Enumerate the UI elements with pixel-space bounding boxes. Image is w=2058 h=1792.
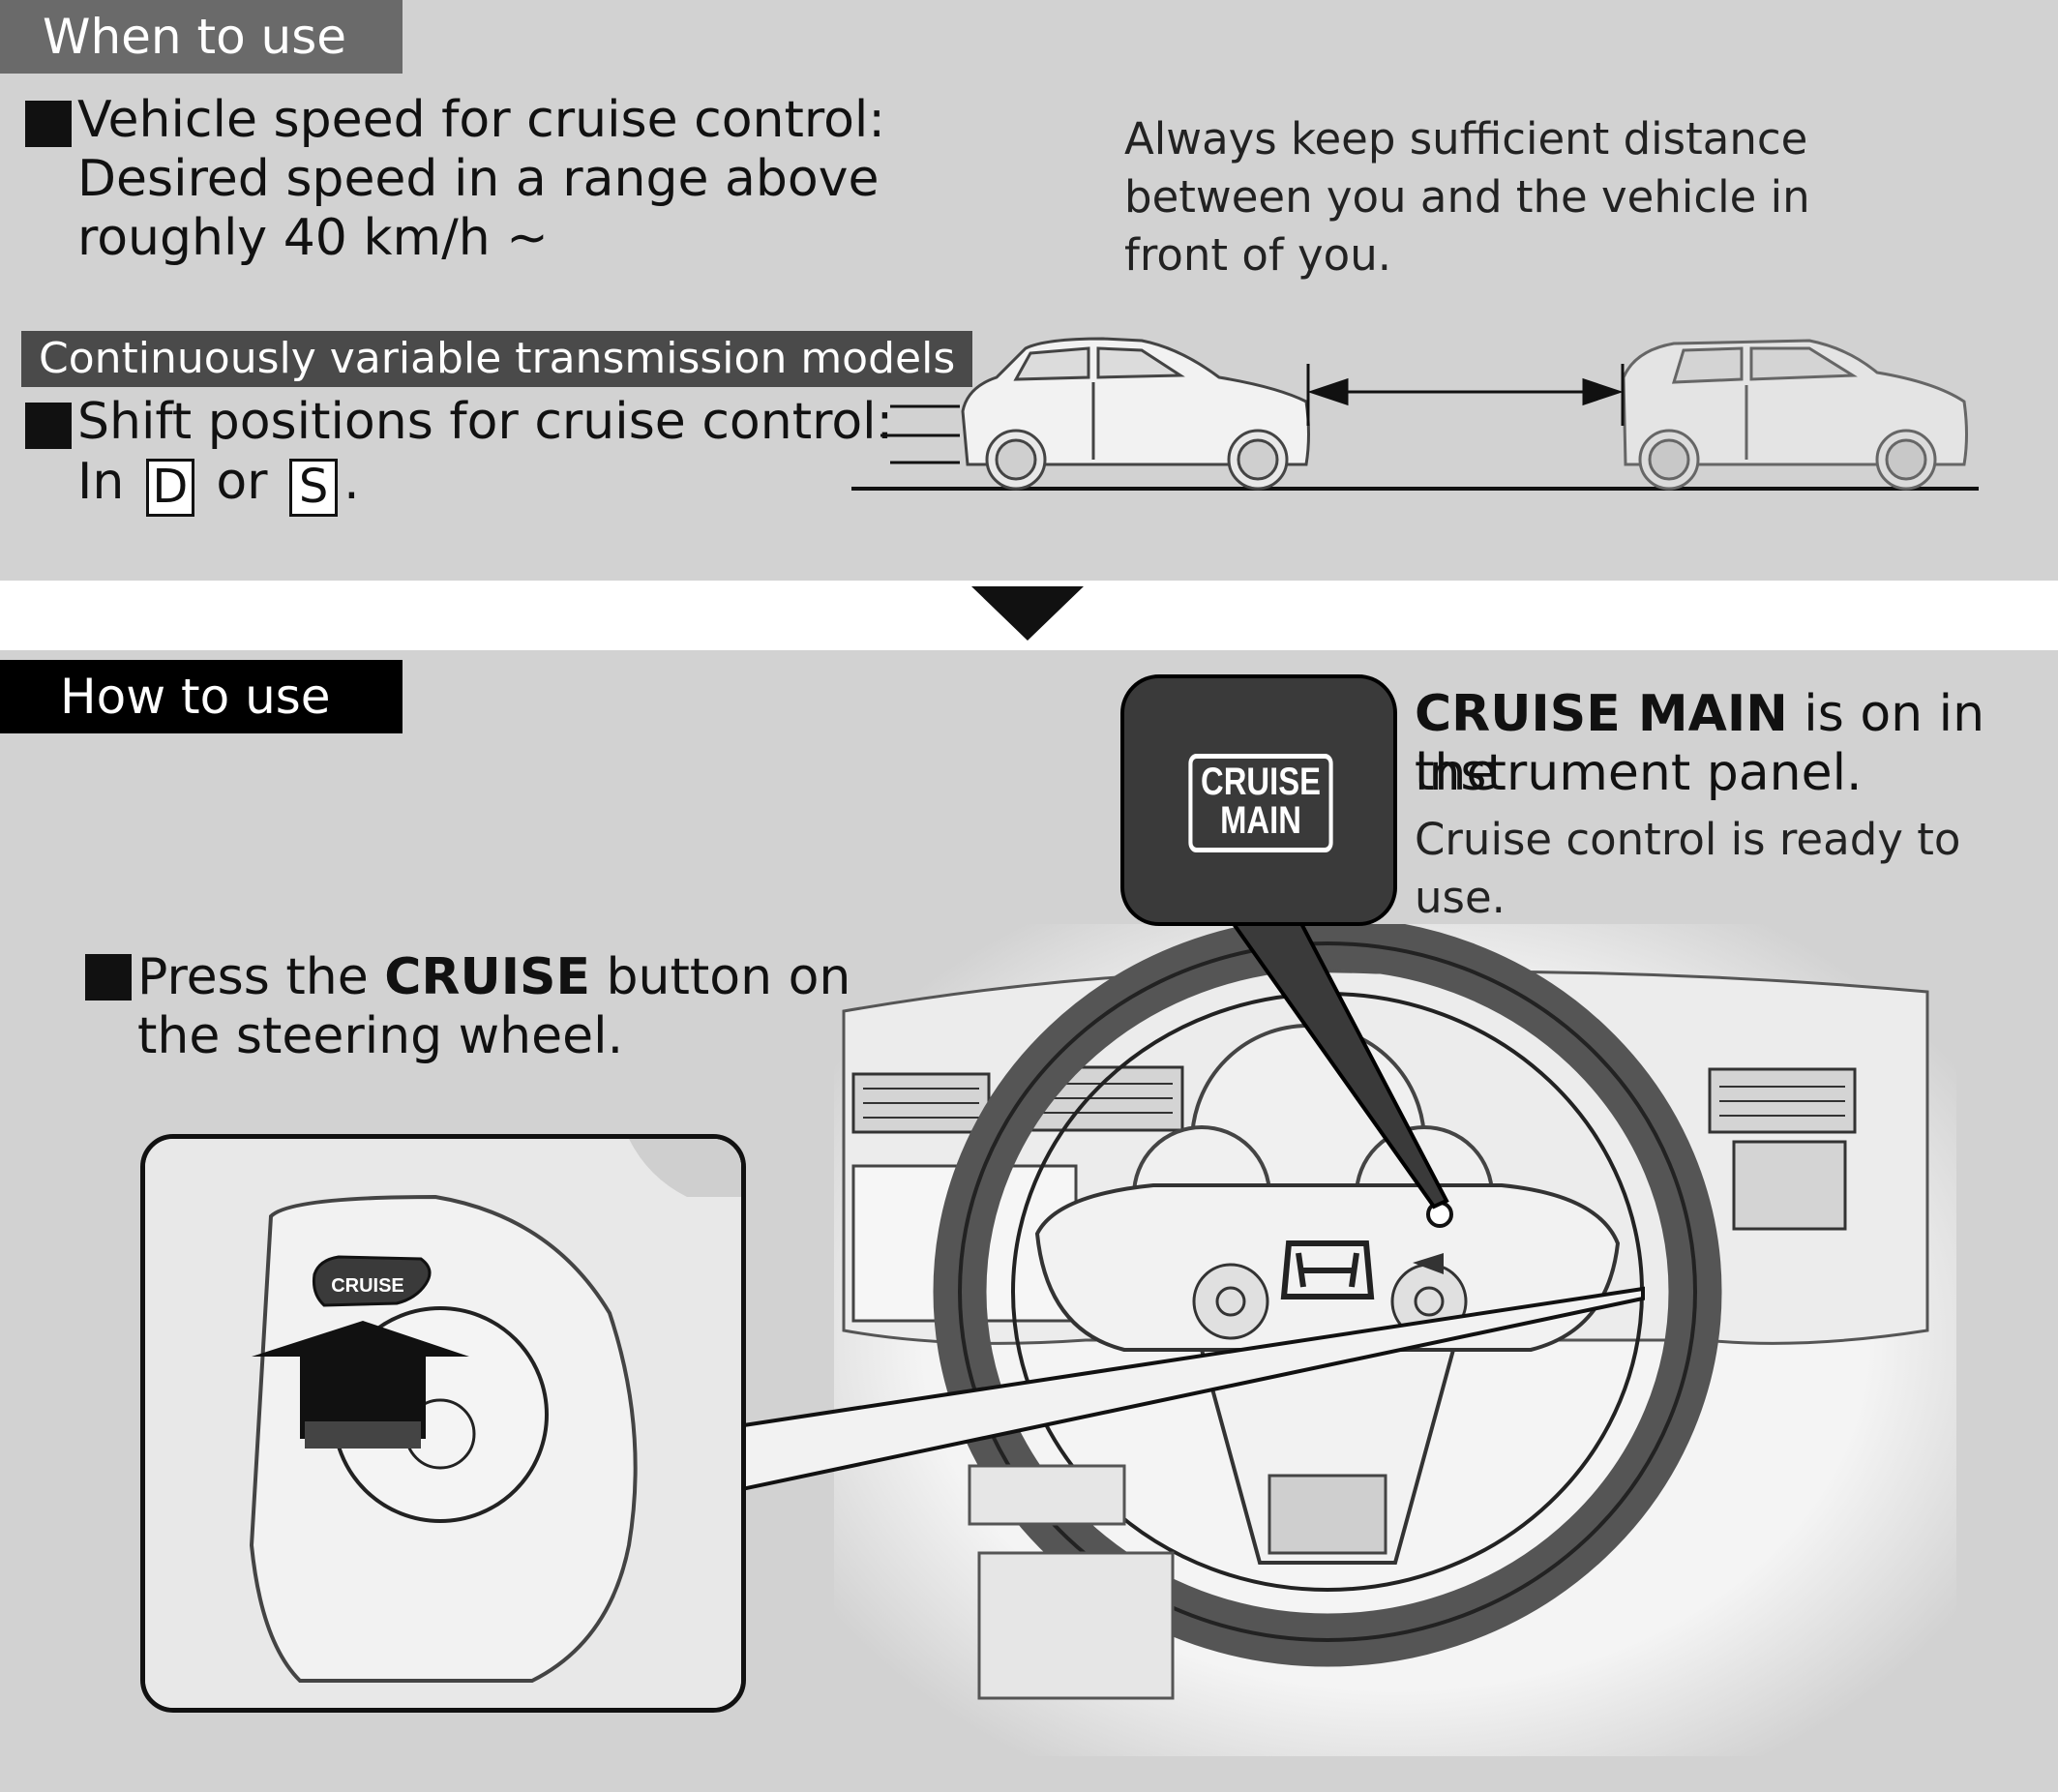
cvt-models-label: Continuously variable transmission model… bbox=[21, 331, 973, 387]
honda-logo-icon bbox=[1280, 1240, 1375, 1299]
speed-range-line: Desired speed in a range above bbox=[77, 150, 880, 208]
own-car-icon bbox=[961, 337, 1310, 491]
cruise-main-status: CRUISE MAIN is on in the bbox=[1415, 685, 2058, 803]
shift-positions-line: In D or S. bbox=[77, 453, 360, 517]
indicator-line2: MAIN bbox=[1220, 799, 1301, 842]
cruise-button-closeup: CRUISE bbox=[140, 1134, 746, 1713]
distance-note-line2: between you and the vehicle in bbox=[1124, 171, 1810, 223]
when-to-use-tab: When to use bbox=[0, 0, 403, 74]
distance-arrow-icon bbox=[1306, 364, 1625, 426]
distance-note-line1: Always keep sufficient distance bbox=[1124, 113, 1808, 164]
speed-value-line: roughly 40 km/h ~ bbox=[77, 209, 549, 267]
press-instruction: Press the CRUISE button on bbox=[137, 948, 850, 1007]
shift-prefix: In bbox=[77, 453, 125, 511]
vehicle-ahead-icon bbox=[1622, 339, 1968, 491]
bullet-square bbox=[85, 954, 132, 1001]
steering-switch-closeup: CRUISE bbox=[145, 1139, 741, 1708]
how-to-use-tab: How to use bbox=[0, 660, 403, 733]
cruise-button-marker bbox=[1413, 1253, 1444, 1274]
down-arrow-icon bbox=[971, 586, 1084, 641]
distance-note-line3: front of you. bbox=[1124, 229, 1392, 281]
bullet-square bbox=[25, 403, 72, 449]
press-instruction-line2: the steering wheel. bbox=[137, 1007, 624, 1065]
following-distance-illustration bbox=[851, 337, 1979, 491]
cruise-main-bold: CRUISE MAIN bbox=[1415, 685, 1788, 743]
speed-heading: Vehicle speed for cruise control: bbox=[77, 91, 885, 149]
center-console bbox=[968, 1464, 1175, 1700]
press-bold: CRUISE bbox=[384, 948, 591, 1006]
cruise-main-status-line2: instrument panel. bbox=[1415, 744, 1863, 802]
callout-pointer bbox=[1223, 912, 1449, 1210]
press-prefix: Press the bbox=[137, 948, 385, 1006]
indicator-line1: CRUISE bbox=[1201, 761, 1321, 803]
cruise-button-label: CRUISE bbox=[331, 1275, 404, 1297]
motion-lines-icon bbox=[880, 404, 960, 464]
shift-suffix: . bbox=[343, 453, 360, 511]
press-arrow-icon bbox=[252, 1321, 469, 1449]
grille-pattern bbox=[1268, 1474, 1387, 1555]
cruise-main-indicator-icon: CRUISE MAIN bbox=[1188, 754, 1333, 852]
instrument-panel-callout: CRUISE MAIN bbox=[1120, 674, 1397, 926]
bullet-square bbox=[25, 101, 72, 147]
shift-position-s: S bbox=[289, 459, 339, 517]
air-vent-icon bbox=[851, 1065, 1857, 1231]
press-suffix: button on bbox=[590, 948, 851, 1006]
shift-or: or bbox=[216, 453, 268, 511]
ready-text: Cruise control is ready to use. bbox=[1415, 814, 1961, 923]
shift-position-d: D bbox=[145, 459, 194, 517]
zoom-connector bbox=[735, 1286, 1645, 1493]
cruise-main-suffix: is on in the bbox=[1415, 685, 1985, 802]
shift-heading: Shift positions for cruise control: bbox=[77, 393, 894, 451]
